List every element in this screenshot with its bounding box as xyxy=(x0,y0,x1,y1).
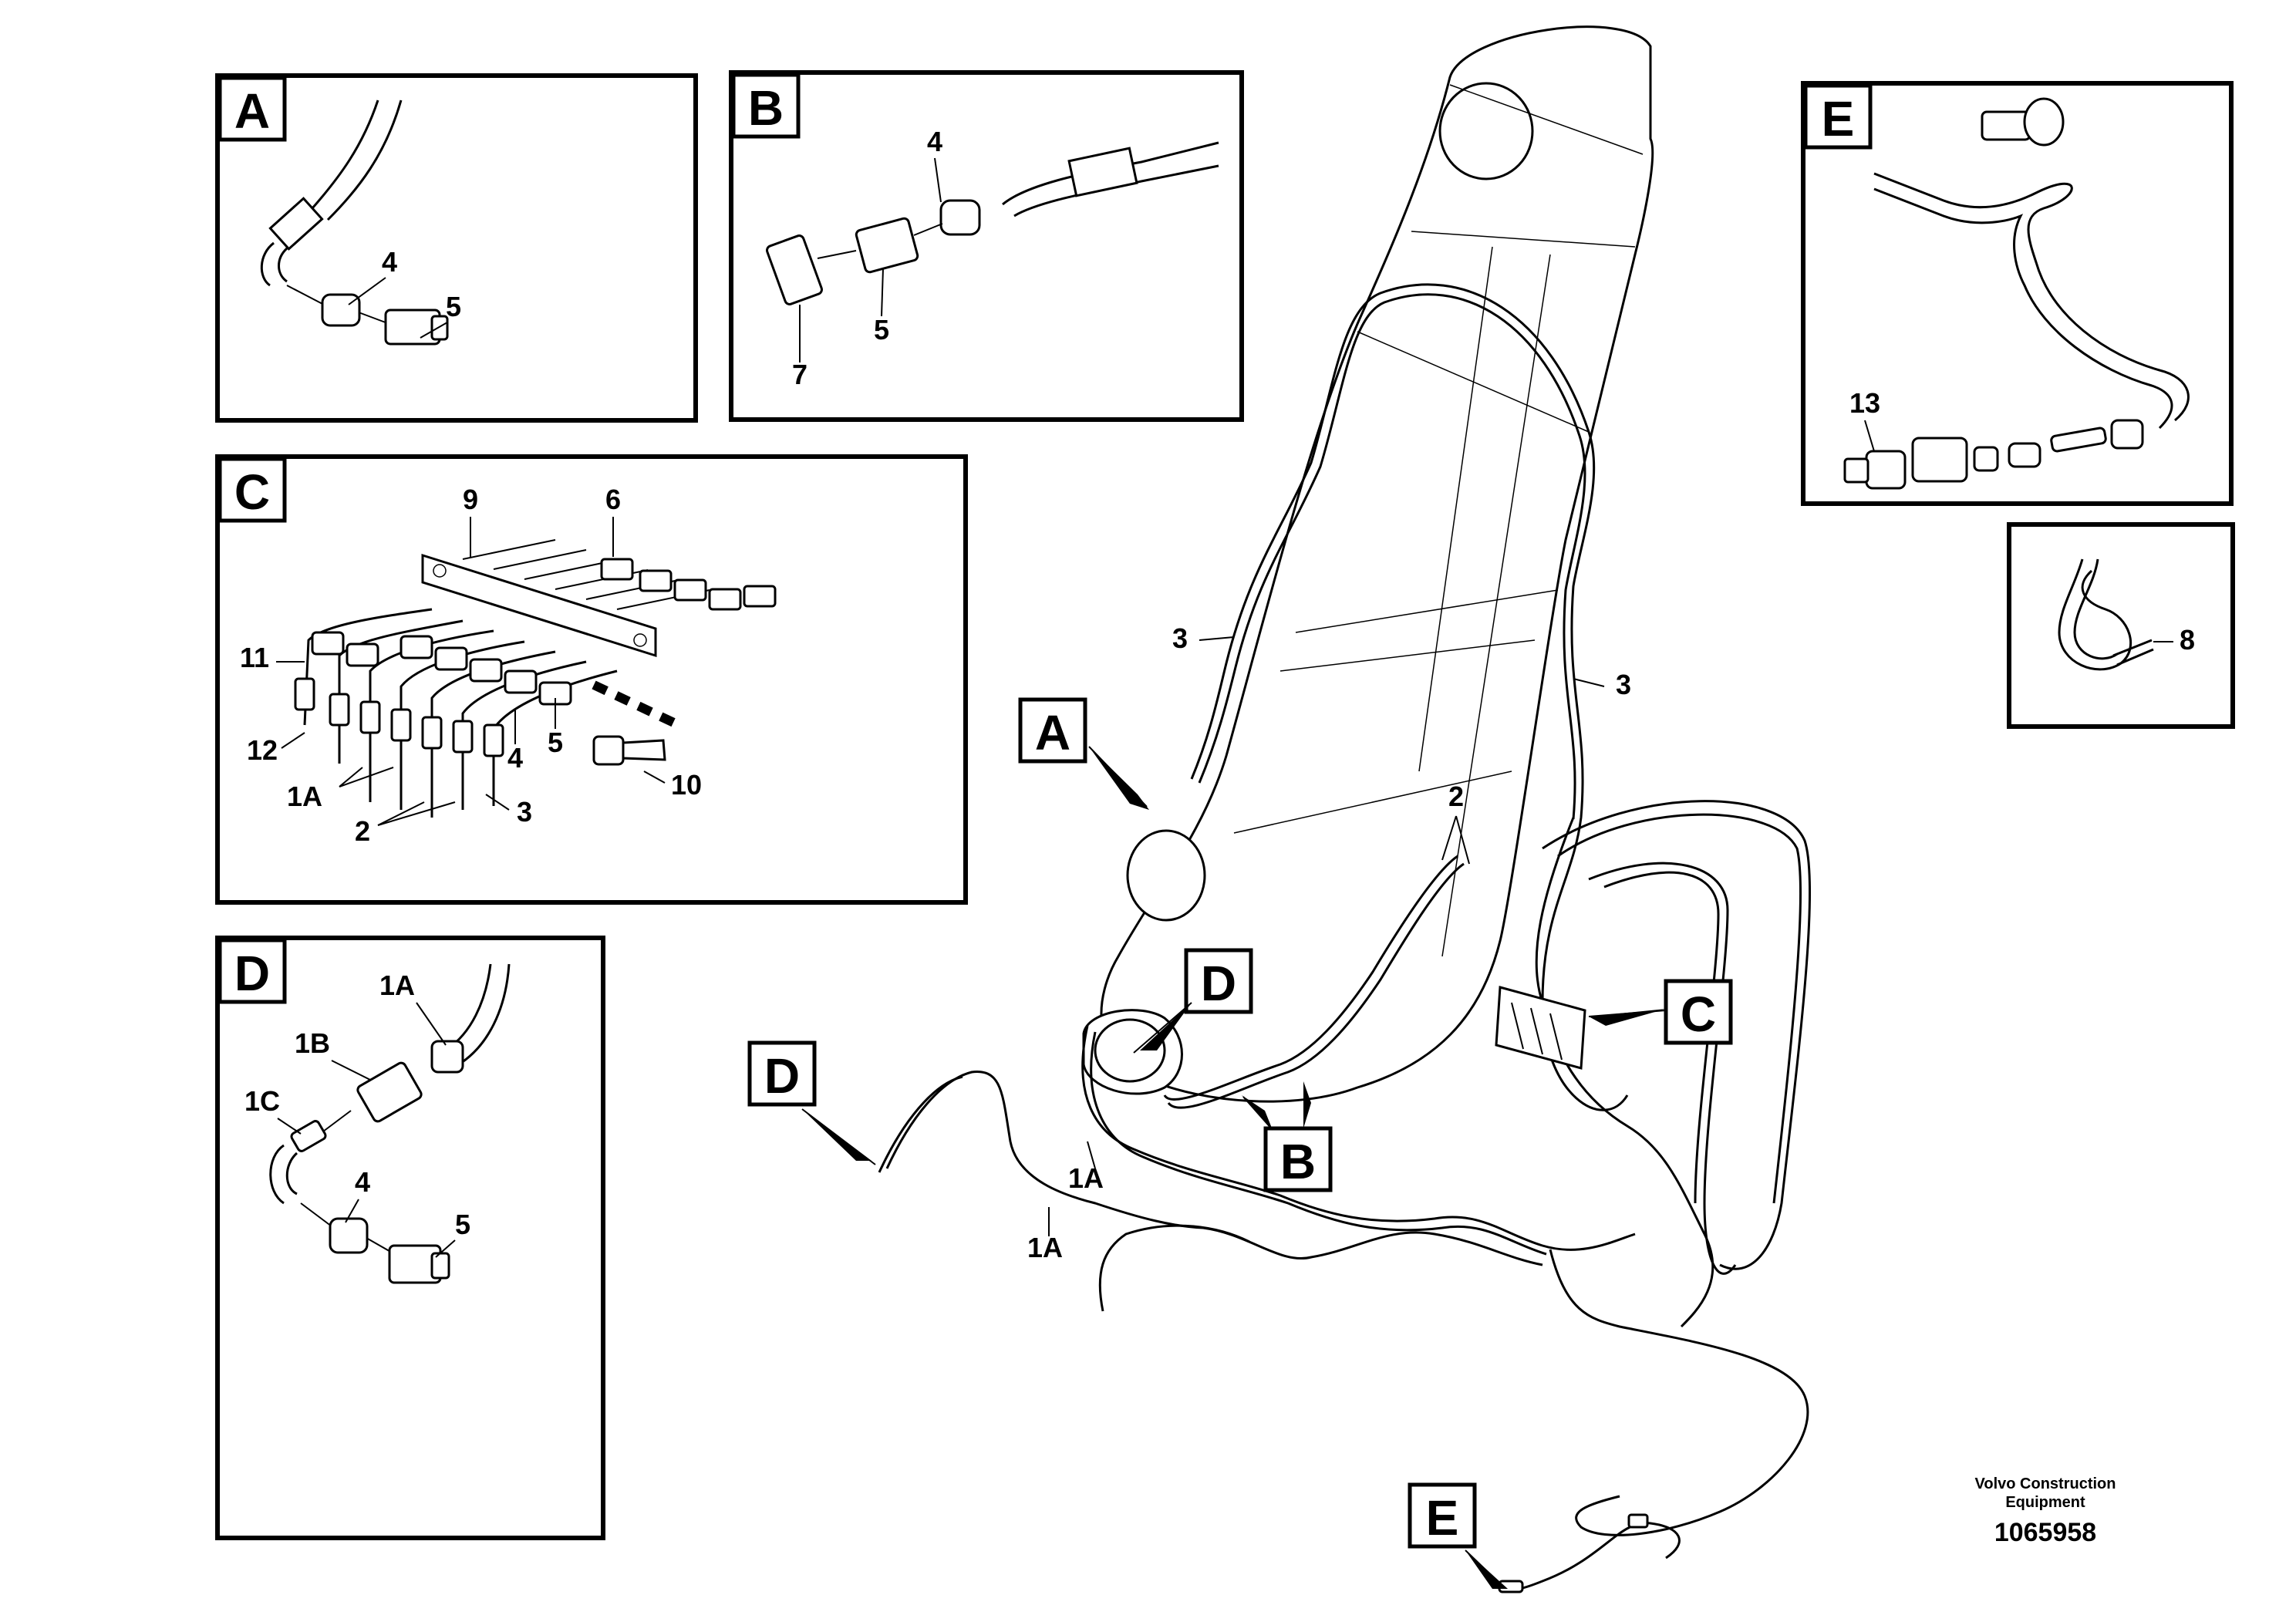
drawing-credit: Volvo Construction Equipment 1065958 xyxy=(1975,1475,2116,1547)
callout-4: 4 xyxy=(507,742,523,774)
callout-5: 5 xyxy=(548,727,563,758)
part-number: 1065958 xyxy=(1994,1518,2096,1547)
pointer-tag-b: B xyxy=(1280,1134,1316,1189)
callout-4: 4 xyxy=(382,246,397,278)
detail-c-callouts: 9 6 11 12 1A 2 4 5 3 10 xyxy=(240,484,702,847)
callout-11: 11 xyxy=(240,642,269,673)
detail-e-line xyxy=(1843,97,2190,490)
detail-d-panel: D 1A 1B 1C 4 5 xyxy=(215,936,605,1540)
pointer-tag-e: E xyxy=(1426,1490,1459,1546)
pointer-tag-d-lower: D xyxy=(764,1048,800,1104)
detail-b-fittings xyxy=(766,141,1219,305)
pointer-tag-d-upper: D xyxy=(1201,956,1236,1011)
callout-1a: 1A xyxy=(287,781,322,812)
detail-d-callouts: 1A 1B 1C 4 5 xyxy=(244,969,470,1258)
detail-c-manifold xyxy=(421,539,777,658)
detail-c-panel: C xyxy=(215,454,968,905)
callout-10: 10 xyxy=(671,769,702,801)
detail-d-hose xyxy=(269,963,511,1284)
callout-6: 6 xyxy=(605,484,621,515)
credit-line-2: Equipment xyxy=(2005,1494,2085,1511)
detail-c-tag: C xyxy=(234,464,270,520)
detail-cable-tie-panel: 8 xyxy=(2007,522,2235,729)
callout-8: 8 xyxy=(2180,624,2195,656)
detail-b-panel: B 4 5 7 xyxy=(729,70,1244,422)
callout-13: 13 xyxy=(1849,387,1880,419)
callout-3: 3 xyxy=(1616,669,1631,700)
detail-b-callouts: 4 5 7 xyxy=(792,126,942,390)
detail-c-hoses xyxy=(294,608,618,818)
detail-a-callouts: 4 5 xyxy=(348,246,461,339)
detail-d-tag: D xyxy=(234,946,270,1001)
detail-a-panel: A 4 5 xyxy=(215,73,698,423)
main-detail-tags: A D C B D E xyxy=(747,697,1733,1589)
credit-line-1: Volvo Construction xyxy=(1975,1475,2116,1492)
main-callouts: 3 3 2 1A 1A xyxy=(1027,622,1631,1263)
callout-1a: 1A xyxy=(1068,1162,1104,1194)
detail-e-panel: E 13 xyxy=(1801,81,2234,506)
hose-routing xyxy=(878,283,1812,1593)
callout-12: 12 xyxy=(247,734,278,766)
callout-2: 2 xyxy=(1448,781,1464,812)
callout-1a: 1A xyxy=(1027,1232,1063,1263)
detail-a-hose xyxy=(260,99,449,346)
callout-4: 4 xyxy=(927,126,942,157)
callout-9: 9 xyxy=(463,484,478,515)
callout-1a: 1A xyxy=(379,969,415,1001)
callout-7: 7 xyxy=(792,359,807,390)
callout-4: 4 xyxy=(355,1166,370,1198)
pointer-tag-c: C xyxy=(1681,986,1716,1042)
detail-c-bolt xyxy=(592,680,681,766)
callout-5: 5 xyxy=(455,1209,470,1240)
callout-1b: 1B xyxy=(295,1027,330,1059)
callout-5: 5 xyxy=(446,291,461,322)
detail-b-tag: B xyxy=(748,80,784,136)
callout-5: 5 xyxy=(874,314,889,346)
callout-3: 3 xyxy=(1172,622,1188,654)
callout-2: 2 xyxy=(355,815,370,847)
callout-3: 3 xyxy=(517,796,532,828)
pointer-tag-a: A xyxy=(1035,705,1070,760)
callout-1c: 1C xyxy=(244,1085,280,1117)
detail-e-tag: E xyxy=(1822,91,1855,147)
detail-a-tag: A xyxy=(234,83,270,139)
boom-assembly xyxy=(1082,25,1654,1103)
